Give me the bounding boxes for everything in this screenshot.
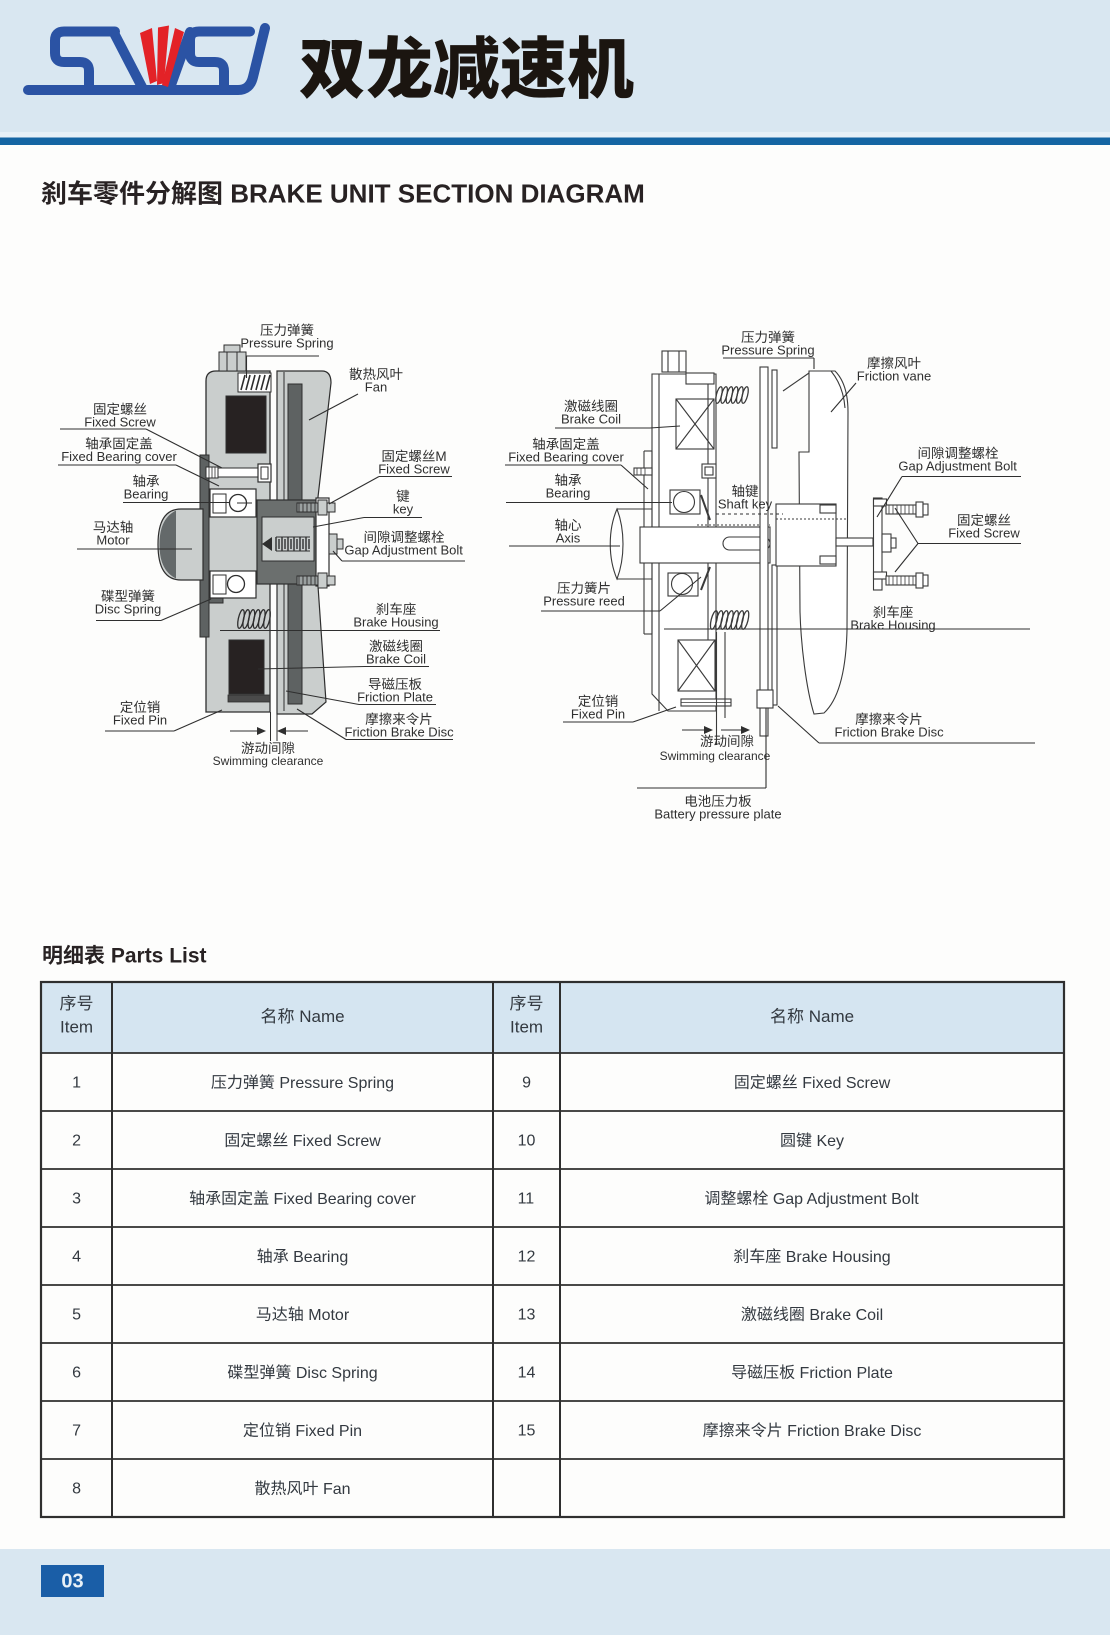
svg-text:Friction Brake Disc: Friction Brake Disc [783, 1423, 922, 1440]
svg-text:Key: Key [812, 1133, 844, 1150]
svg-text:11: 11 [518, 1190, 535, 1207]
svg-text:BRAKE UNIT SECTION DIAGRAM: BRAKE UNIT SECTION DIAGRAM [223, 179, 645, 209]
svg-text:14: 14 [518, 1364, 536, 1381]
svg-text:Name: Name [804, 1007, 854, 1026]
svg-text:Fan: Fan [365, 379, 387, 394]
svg-text:Brake Housing: Brake Housing [781, 1249, 890, 1266]
svg-text:Shaft key: Shaft key [718, 496, 773, 511]
svg-text:Disc Spring: Disc Spring [95, 601, 161, 616]
svg-text:12: 12 [518, 1248, 536, 1265]
svg-text:Item: Item [510, 1018, 543, 1037]
svg-text:Name: Name [295, 1007, 345, 1026]
svg-text:Disc Spring: Disc Spring [291, 1365, 377, 1382]
svg-text:Fixed Bearing cover: Fixed Bearing cover [61, 449, 177, 464]
svg-text:Gap Adjustment Bolt: Gap Adjustment Bolt [768, 1191, 919, 1208]
svg-text:M: M [435, 449, 446, 464]
svg-text:Fixed Bearing cover: Fixed Bearing cover [508, 449, 624, 464]
svg-text:key: key [393, 501, 414, 516]
svg-text:Brake Coil: Brake Coil [805, 1307, 883, 1324]
svg-text:4: 4 [72, 1248, 81, 1265]
svg-text:1: 1 [72, 1074, 81, 1091]
svg-text:6: 6 [72, 1364, 81, 1381]
svg-text:3: 3 [72, 1190, 81, 1207]
svg-text:Friction Plate: Friction Plate [357, 689, 433, 704]
svg-text:Fixed Screw: Fixed Screw [948, 525, 1020, 540]
svg-text:Fixed Pin: Fixed Pin [571, 706, 625, 721]
svg-text:Fixed Screw: Fixed Screw [288, 1133, 381, 1150]
svg-text:Fixed Screw: Fixed Screw [378, 461, 450, 476]
svg-text:Gap Adjustment Bolt: Gap Adjustment Bolt [344, 542, 463, 557]
svg-text:Fixed Bearing cover: Fixed Bearing cover [269, 1191, 416, 1208]
svg-text:Bearing: Bearing [124, 486, 169, 501]
svg-text:Friction Brake Disc: Friction Brake Disc [835, 724, 945, 739]
svg-text:Pressure reed: Pressure reed [543, 593, 625, 608]
svg-text:Gap Adjustment Bolt: Gap Adjustment Bolt [898, 458, 1017, 473]
svg-text:Item: Item [60, 1018, 93, 1037]
svg-text:Friction Plate: Friction Plate [795, 1365, 893, 1382]
svg-text:Parts List: Parts List [105, 945, 207, 968]
svg-text:Motor: Motor [96, 532, 130, 547]
svg-text:8: 8 [72, 1480, 81, 1497]
svg-text:13: 13 [518, 1306, 536, 1323]
svg-text:Bearing: Bearing [289, 1249, 349, 1266]
svg-text:Pressure Spring: Pressure Spring [275, 1075, 394, 1092]
svg-text:7: 7 [72, 1422, 81, 1439]
svg-text:10: 10 [518, 1132, 536, 1149]
svg-text:03: 03 [61, 1571, 83, 1593]
svg-text:Fixed Screw: Fixed Screw [84, 414, 156, 429]
svg-text:Brake Coil: Brake Coil [366, 651, 426, 666]
svg-text:Battery pressure plate: Battery pressure plate [654, 806, 781, 821]
svg-text:Brake Housing: Brake Housing [353, 614, 438, 629]
svg-text:Pressure Spring: Pressure Spring [240, 335, 333, 350]
svg-text:Swimming clearance: Swimming clearance [660, 749, 771, 763]
svg-text:Fixed Screw: Fixed Screw [798, 1075, 891, 1092]
svg-text:Fixed Pin: Fixed Pin [291, 1423, 362, 1440]
svg-text:Brake Coil: Brake Coil [561, 411, 621, 426]
svg-text:Swimming clearance: Swimming clearance [213, 754, 324, 768]
svg-text:5: 5 [72, 1306, 81, 1323]
svg-text:Fan: Fan [319, 1481, 351, 1498]
svg-text:Friction vane: Friction vane [857, 368, 931, 383]
svg-text:Motor: Motor [304, 1307, 350, 1324]
svg-text:Bearing: Bearing [546, 485, 591, 500]
svg-text:Axis: Axis [556, 530, 581, 545]
svg-text:Friction Brake Disc: Friction Brake Disc [345, 724, 455, 739]
svg-text:9: 9 [522, 1074, 531, 1091]
svg-text:Brake Housing: Brake Housing [850, 617, 935, 632]
svg-text:Fixed Pin: Fixed Pin [113, 712, 167, 727]
svg-text:15: 15 [518, 1422, 536, 1439]
svg-text:Pressure Spring: Pressure Spring [721, 342, 814, 357]
svg-text:2: 2 [72, 1132, 81, 1149]
